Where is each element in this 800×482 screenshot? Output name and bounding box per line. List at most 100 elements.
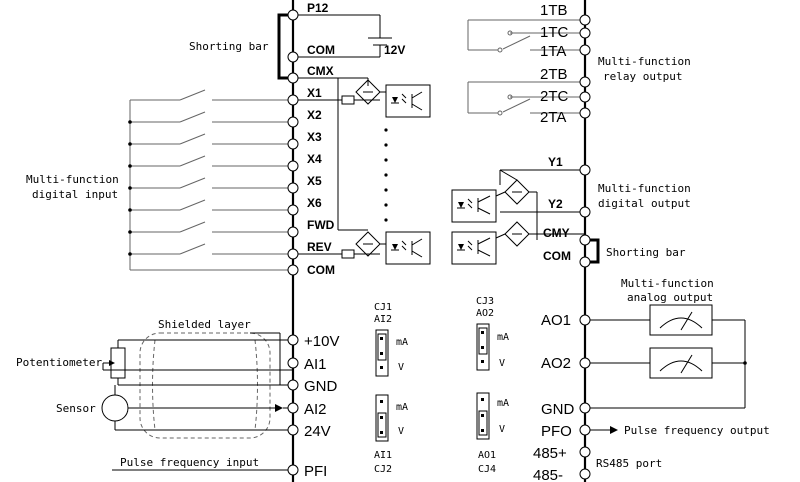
- right-terminals: 1TB 1TC 1TA 2TB 2TC 2TA Y1 Y2 CMY COM: [540, 2, 591, 268]
- label-ai2: AI2: [304, 401, 327, 418]
- label-com-bottom: COM: [307, 263, 335, 277]
- label-ao2: AO2: [541, 355, 571, 372]
- jumper-cj2-label: CJ2: [374, 464, 392, 475]
- label-fwd: FWD: [307, 218, 335, 232]
- terminal-gnd-right: [579, 402, 591, 414]
- terminal-x4: [287, 160, 299, 172]
- optocoupler-rev: [293, 231, 431, 265]
- sensor-symbol: [101, 394, 129, 422]
- terminal-pfo: [579, 424, 591, 436]
- shorting-bar-left-label: Shorting bar: [189, 40, 269, 53]
- terminal-com-right: [579, 256, 591, 268]
- terminal-ai1: [287, 357, 299, 369]
- jumper-cj1: CJ1 AI2 mA V: [374, 302, 408, 377]
- label-2tc: 2TC: [540, 88, 569, 105]
- pulse-frequency-input-label: Pulse frequency input: [120, 456, 259, 469]
- terminal-y1: [579, 164, 591, 176]
- potentiometer-label: Potentiometer: [16, 356, 102, 369]
- jumper-cj1-v: V: [398, 362, 404, 373]
- mf-digital-input-label-1: Multi-function: [26, 173, 119, 186]
- analog-output-section: [585, 304, 747, 434]
- shorting-bar-left: Shorting bar: [189, 13, 293, 80]
- label-y1: Y1: [548, 155, 563, 169]
- mf-analog-label-2: analog output: [627, 291, 713, 304]
- label-24v: 24V: [304, 423, 331, 440]
- continuation-dots: [384, 128, 388, 222]
- label-pfi: PFI: [304, 463, 327, 480]
- terminal-rev: [287, 248, 299, 260]
- terminal-485-minus: [579, 468, 591, 480]
- mf-digital-input-label-2: digital input: [32, 188, 118, 201]
- jumper-cj3-sub-label: AO2: [476, 308, 494, 319]
- label-485-plus: 485+: [533, 445, 567, 462]
- digital-input-switches: [128, 89, 293, 271]
- jumper-cj4-v: V: [499, 424, 505, 435]
- terminal-2ta: [579, 107, 591, 119]
- terminal-y2: [579, 206, 591, 218]
- terminal-x2: [287, 116, 299, 128]
- terminal-485-plus: [579, 446, 591, 458]
- rs485-port-label: RS485 port: [596, 457, 662, 470]
- cmx-wiring: [293, 77, 369, 231]
- jumper-cj3-v: V: [499, 358, 505, 369]
- label-com-right: COM: [543, 249, 571, 263]
- shorting-bar-right-label: Shorting bar: [606, 246, 686, 259]
- relay-output-section: [467, 19, 585, 116]
- mf-relay-label-2: relay output: [603, 70, 682, 83]
- terminal-com-bottom: [287, 264, 299, 276]
- label-x1: X1: [307, 86, 322, 100]
- label-x4: X4: [307, 152, 322, 166]
- jumper-cj4-ma: mA: [497, 398, 509, 409]
- terminal-p12: [287, 9, 299, 21]
- left-terminals: P12 COM CMX X1 X2 X3 X4 X5 X6 FWD REV CO…: [287, 1, 335, 277]
- left-analog-terminals: +10V AI1 GND AI2 24V PFI: [287, 333, 339, 480]
- label-1tb: 1TB: [540, 2, 568, 19]
- mf-digital-output-label-2: digital output: [598, 197, 691, 210]
- terminal-24v: [287, 424, 299, 436]
- label-1ta: 1TA: [540, 43, 566, 60]
- shorting-bar-right: Shorting bar: [585, 238, 686, 264]
- jumper-cj4-label: CJ4: [478, 464, 496, 475]
- terminal-x6: [287, 204, 299, 216]
- terminal-pfi: [287, 464, 299, 476]
- terminal-2tb: [579, 76, 591, 88]
- label-p12: P12: [307, 1, 329, 15]
- meter-ao2: [649, 347, 713, 379]
- mf-relay-label-1: Multi-function: [598, 55, 691, 68]
- label-485-minus: 485-: [533, 467, 563, 482]
- label-x6: X6: [307, 196, 322, 210]
- terminal-ai2: [287, 402, 299, 414]
- jumper-cj2: mA V AI1 CJ2: [374, 394, 408, 475]
- label-plus10v: +10V: [304, 333, 339, 350]
- jumper-cj4: mA V AO1 CJ4: [476, 392, 509, 475]
- pulse-frequency-output-label: Pulse frequency output: [624, 424, 770, 437]
- terminal-x5: [287, 182, 299, 194]
- label-x2: X2: [307, 108, 322, 122]
- jumper-cj2-ma: mA: [396, 402, 408, 413]
- jumper-cj1-ma: mA: [396, 337, 408, 348]
- terminal-fwd: [287, 226, 299, 238]
- terminal-cmx: [287, 72, 299, 84]
- analog-input-section: Shielded layer Potentiometer Sensor Puls…: [16, 318, 293, 471]
- terminal-ao2: [579, 357, 591, 369]
- terminal-ao1: [579, 314, 591, 326]
- label-x3: X3: [307, 130, 322, 144]
- power-supply-section: 12V: [293, 14, 405, 58]
- terminal-x3: [287, 138, 299, 150]
- label-gnd-left: GND: [304, 378, 338, 395]
- right-analog-terminals: AO1 AO2 GND PFO 485+ 485-: [533, 312, 591, 482]
- terminal-1tb: [579, 14, 591, 26]
- label-pfo: PFO: [541, 423, 572, 440]
- label-ai1: AI1: [304, 356, 327, 373]
- terminal-plus10v: [287, 334, 299, 346]
- label-ao1: AO1: [541, 312, 571, 329]
- jumper-cj3-label: CJ3: [476, 296, 494, 307]
- label-y2: Y2: [548, 197, 563, 211]
- label-2tb: 2TB: [540, 66, 568, 83]
- optocoupler-x1: [293, 79, 431, 118]
- label-com-top: COM: [307, 43, 335, 57]
- jumper-cj1-label: CJ1: [374, 302, 392, 313]
- jumper-cj3: CJ3 AO2 mA V: [476, 296, 509, 371]
- terminal-2tc: [579, 91, 591, 103]
